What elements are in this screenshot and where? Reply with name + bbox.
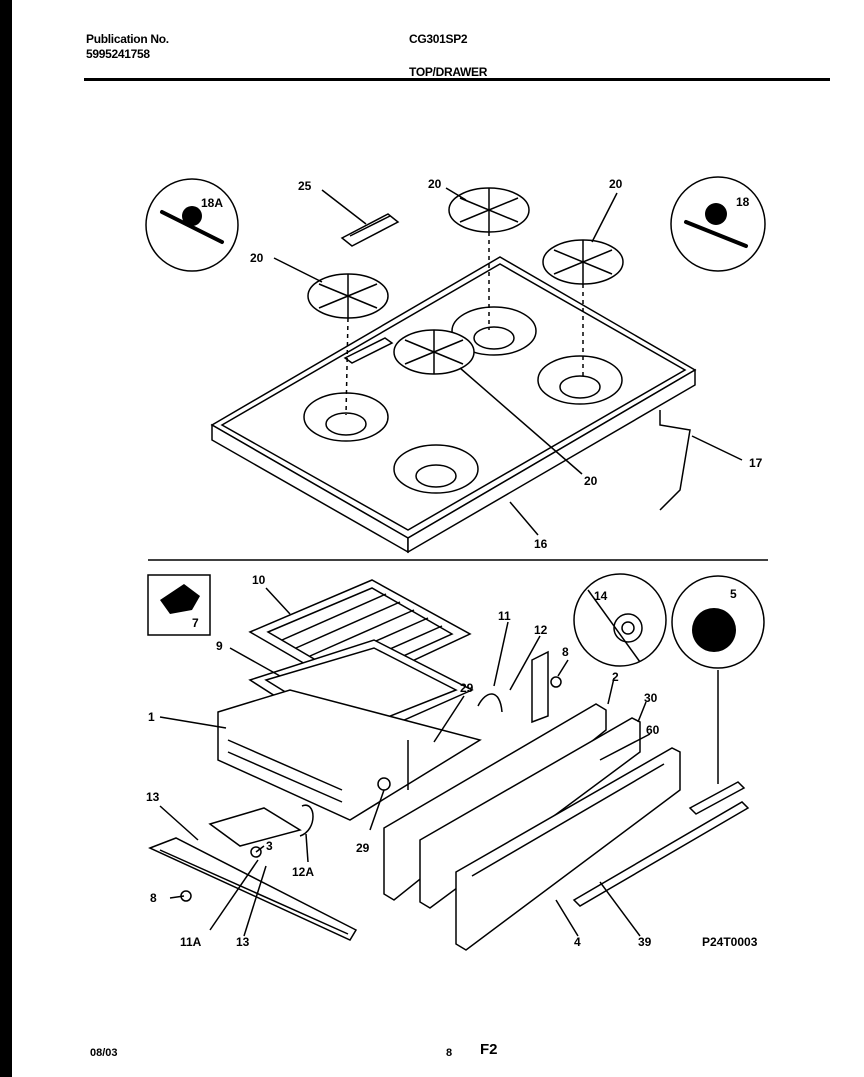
callout-29: 29 [356, 841, 370, 855]
callout-12A: 12A [292, 865, 314, 879]
callout-60: 60 [646, 723, 660, 737]
drawer-trim [572, 781, 750, 907]
callout-30: 30 [644, 691, 658, 705]
callout-9: 9 [216, 639, 223, 653]
burner-grate [448, 187, 530, 233]
callout-20: 20 [250, 251, 264, 265]
callout-17: 17 [749, 456, 763, 470]
callout-29: 29 [460, 681, 474, 695]
callout-14: 14 [594, 589, 608, 603]
callout-4: 4 [574, 935, 581, 949]
callout-8: 8 [562, 645, 569, 659]
burner-grate [393, 329, 475, 375]
callout-3: 3 [266, 839, 273, 853]
callout-2: 2 [612, 670, 619, 684]
diagram-code: P24T0003 [702, 935, 758, 949]
callout-1: 1 [148, 710, 155, 724]
callout-8: 8 [150, 891, 157, 905]
callout-16: 16 [534, 537, 548, 551]
callout-12: 12 [534, 623, 548, 637]
callout-20: 20 [428, 177, 442, 191]
detail-circle-5 [671, 575, 765, 669]
callout-25: 25 [298, 179, 312, 193]
callout-7: 7 [192, 616, 199, 630]
callout-11A: 11A [180, 935, 202, 949]
vent-trim [340, 213, 400, 247]
detail-circle-18A [145, 178, 239, 272]
model-number: CG301SP2 [409, 32, 468, 46]
exploded-view-diagram: 18A 25 20 20 20 18 17 20 16 [90, 176, 768, 1059]
footer-page-number: 8 [446, 1047, 452, 1059]
publication-label: Publication No. [86, 32, 169, 46]
drawer-bracket [477, 650, 562, 724]
burner-grate [542, 239, 624, 285]
drawer-rail [148, 807, 358, 941]
callout-13: 13 [236, 935, 250, 949]
footer-page-code: F2 [480, 1041, 498, 1058]
drawer-body [217, 689, 482, 821]
callout-11: 11 [498, 609, 511, 623]
callout-13: 13 [146, 790, 160, 804]
publication-number: 5995241758 [86, 47, 150, 61]
callout-18: 18 [736, 195, 750, 209]
header-rule [84, 78, 830, 81]
burner-bracket [659, 410, 691, 511]
detail-circle-14 [573, 573, 667, 667]
detail-circle-18 [670, 176, 766, 272]
footer-date: 08/03 [90, 1047, 118, 1059]
callout-18A: 18A [201, 196, 223, 210]
callout-5: 5 [730, 587, 737, 601]
cooktop-panel [210, 256, 697, 554]
callout-20: 20 [584, 474, 598, 488]
callout-10: 10 [252, 573, 266, 587]
section-title: TOP/DRAWER [409, 65, 488, 79]
parts-diagram-page: Publication No. 5995241758 CG301SP2 TOP/… [12, 0, 864, 1077]
drawer-front-panel-4 [455, 747, 681, 951]
callout-39: 39 [638, 935, 652, 949]
callout-20: 20 [609, 177, 623, 191]
burner-grate [307, 273, 389, 319]
detail-box-7 [147, 574, 211, 636]
